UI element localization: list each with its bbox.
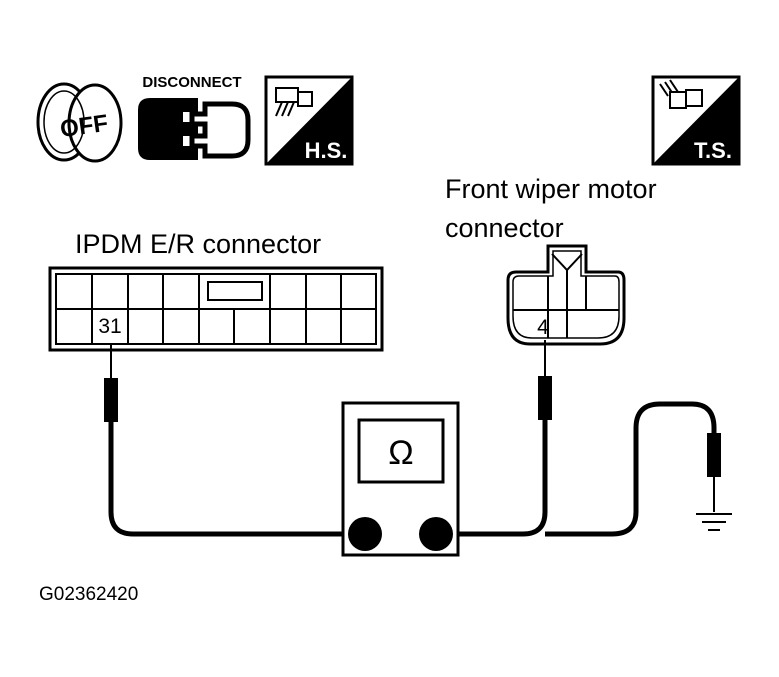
test-wires (108, 401, 717, 537)
meter-terminal-left (348, 517, 382, 551)
meter-terminal-right (419, 517, 453, 551)
probe-wiper (538, 340, 552, 420)
wiper-connector: 4 (506, 244, 626, 346)
ipdm-connector: 31 (48, 266, 384, 352)
ipdm-connector-title: IPDM E/R connector (75, 229, 321, 259)
probe-ipdm (104, 344, 118, 422)
figure-id: G02362420 (39, 584, 138, 605)
ground-icon (696, 513, 732, 531)
disconnect-label: DISCONNECT (142, 74, 241, 91)
ignition-off-icon: OFF (36, 82, 123, 163)
wiper-pin-label: 4 (537, 316, 549, 339)
harness-side-icon: H.S. (264, 75, 354, 166)
terminal-side-label: T.S. (694, 138, 732, 163)
terminal-side-icon: T.S. (651, 75, 741, 166)
ipdm-pin-label: 31 (98, 315, 121, 338)
wiper-connector-title-line1: Front wiper motor (445, 174, 657, 204)
wiper-connector-title-line2: connector (445, 213, 564, 243)
disconnect-icon: DISCONNECT (138, 74, 251, 160)
ohm-symbol: Ω (388, 434, 413, 472)
harness-side-label: H.S. (305, 138, 348, 163)
ohmmeter: Ω (341, 401, 460, 557)
probe-ground (707, 433, 721, 512)
ignition-off-label: OFF (58, 110, 109, 143)
